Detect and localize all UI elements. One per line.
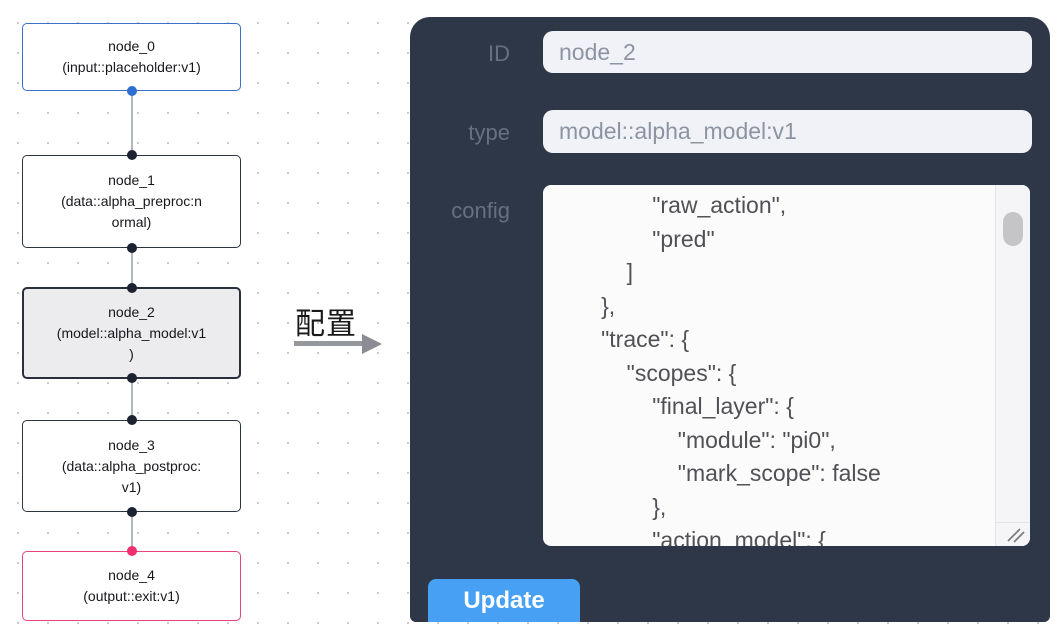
id-input[interactable] — [543, 31, 1032, 73]
port-out-node_0[interactable] — [126, 86, 137, 96]
flow-node-node_4[interactable]: node_4 (output::exit:v1) — [22, 546, 241, 621]
config-json-text[interactable]: "raw_action", "pred" ] }, "trace": { "sc… — [601, 192, 881, 546]
type-input[interactable] — [543, 110, 1032, 153]
textarea-resize-handle[interactable] — [995, 522, 1030, 546]
node-label: node_0 (input::placeholder:v1) — [62, 38, 201, 75]
config-scrollbar-thumb[interactable] — [1003, 212, 1023, 246]
configure-annotation: 配置 — [295, 308, 357, 341]
edge-node3-node4 — [131, 512, 133, 551]
config-field-label: config — [451, 198, 510, 223]
node-config-panel: ID type config "raw_action", "pred" ] },… — [410, 17, 1050, 622]
edge-node0-node1 — [131, 91, 133, 155]
port-out-node_1[interactable] — [126, 243, 137, 253]
flow-node-node_1[interactable]: node_1 (data::alpha_preproc:n ormal) — [22, 150, 241, 253]
port-in-node_3[interactable] — [126, 415, 137, 425]
port-out-node_2[interactable] — [126, 373, 137, 383]
port-in-node_4[interactable] — [126, 546, 137, 556]
port-out-node_3[interactable] — [126, 507, 137, 517]
flow-node-node_2-selected[interactable]: node_2 (model::alpha_model:v1 ) — [22, 283, 241, 383]
node-label: node_4 (output::exit:v1) — [83, 567, 180, 604]
port-in-node_2[interactable] — [126, 283, 137, 293]
type-field-label: type — [468, 120, 510, 145]
config-scrollbar[interactable] — [995, 185, 1030, 522]
id-field-label: ID — [488, 41, 510, 66]
node-label: node_2 (model::alpha_model:v1 ) — [56, 303, 207, 362]
edge-node2-node3 — [131, 379, 133, 420]
flow-node-node_3[interactable]: node_3 (data::alpha_postproc: v1) — [22, 415, 241, 517]
right-arrow-head-icon — [362, 333, 382, 354]
edge-node1-node2 — [131, 248, 133, 287]
right-arrow-icon — [294, 341, 364, 346]
node-label: node_1 (data::alpha_preproc:n ormal) — [61, 172, 202, 230]
flow-node-node_0[interactable]: node_0 (input::placeholder:v1) — [22, 23, 241, 96]
node-label: node_3 (data::alpha_postproc: v1) — [61, 436, 202, 495]
update-button[interactable]: Update — [428, 579, 580, 622]
port-in-node_1[interactable] — [126, 150, 137, 160]
config-textarea[interactable]: "raw_action", "pred" ] }, "trace": { "sc… — [543, 185, 1030, 546]
